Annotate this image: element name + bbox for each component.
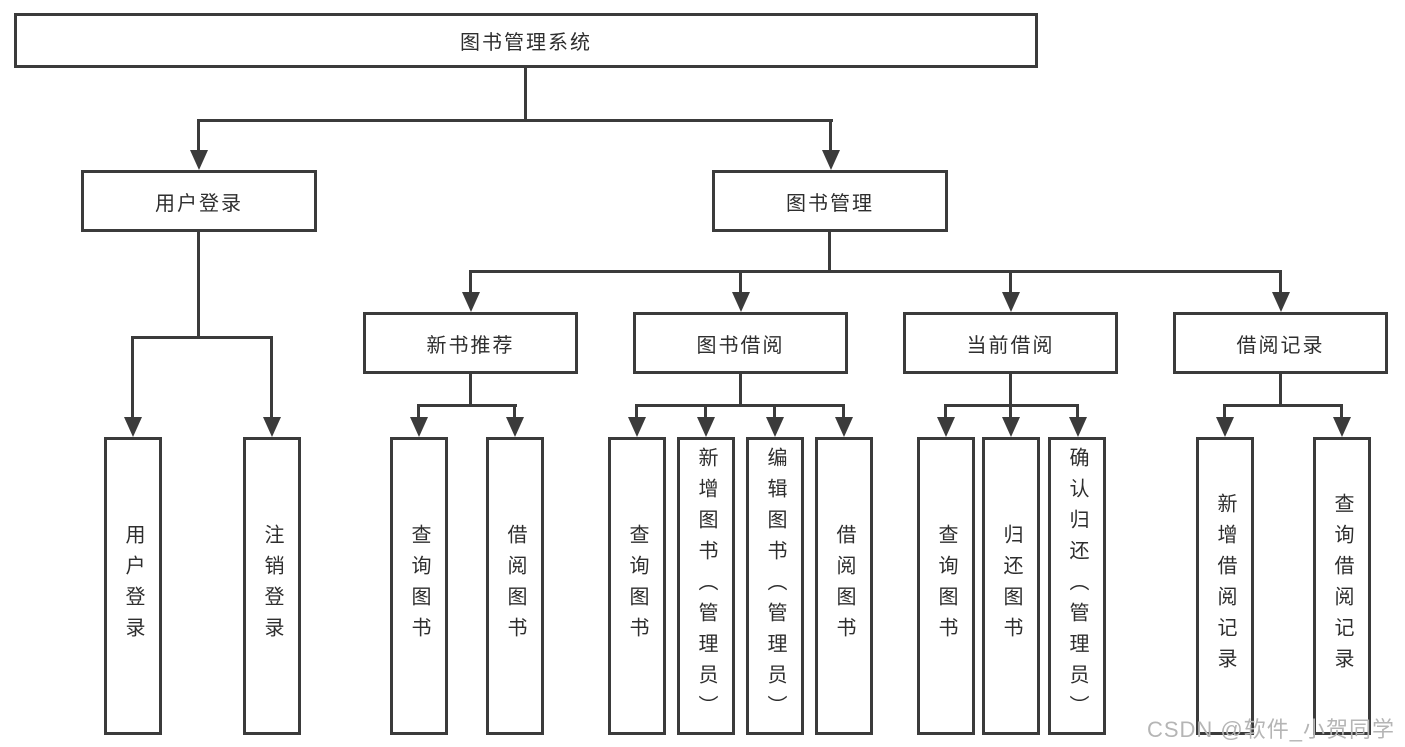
- arrow-down-icon: [462, 292, 480, 312]
- leaf-nbr-borrow-books-label: 借阅图书: [504, 524, 526, 648]
- node-new-book-recommend-label: 新书推荐: [426, 334, 515, 357]
- leaf-br-add-record-label: 新增借阅记录: [1214, 493, 1236, 679]
- leaf-cb-confirm-return-admin-label: 确认归还（管理员）: [1066, 446, 1088, 726]
- arrow-down-icon: [1216, 417, 1234, 437]
- node-borrow-records: 借阅记录: [1173, 312, 1388, 374]
- arrow-down-icon: [263, 417, 281, 437]
- leaf-bb-query-books: 查询图书: [608, 437, 666, 735]
- arrow-down-icon: [835, 417, 853, 437]
- leaf-cb-query-books-label: 查询图书: [935, 524, 957, 648]
- connector-line: [828, 231, 831, 273]
- arrow-down-icon: [1002, 292, 1020, 312]
- leaf-user-login-label: 用户登录: [122, 524, 144, 648]
- leaf-cb-return-books-label: 归还图书: [1000, 524, 1022, 648]
- leaf-nbr-query-books-label: 查询图书: [408, 524, 430, 648]
- connector-line: [197, 119, 833, 122]
- connector-line: [1223, 404, 1226, 419]
- node-root: 图书管理系统: [14, 13, 1038, 68]
- connector-line: [469, 270, 472, 296]
- node-current-borrow: 当前借阅: [903, 312, 1118, 374]
- node-new-book-recommend: 新书推荐: [363, 312, 578, 374]
- connector-line: [131, 336, 273, 339]
- leaf-bb-borrow-books-label: 借阅图书: [833, 524, 855, 648]
- connector-line: [1223, 404, 1343, 407]
- node-book-borrow: 图书借阅: [633, 312, 848, 374]
- arrow-down-icon: [1272, 292, 1290, 312]
- leaf-nbr-query-books: 查询图书: [390, 437, 448, 735]
- leaf-bb-add-books-admin-label: 新增图书（管理员）: [695, 446, 717, 726]
- connector-line: [1009, 270, 1012, 296]
- connector-line: [704, 404, 707, 419]
- arrow-down-icon: [124, 417, 142, 437]
- connector-line: [635, 404, 845, 407]
- connector-line: [1279, 270, 1282, 296]
- arrow-down-icon: [190, 150, 208, 170]
- node-book-borrow-label: 图书借阅: [696, 334, 785, 357]
- connector-line: [469, 270, 1282, 273]
- arrow-down-icon: [1333, 417, 1351, 437]
- connector-line: [270, 336, 273, 419]
- node-book-management: 图书管理: [712, 170, 948, 232]
- arrow-down-icon: [937, 417, 955, 437]
- leaf-bb-query-books-label: 查询图书: [626, 524, 648, 648]
- leaf-bb-edit-books-admin: 编辑图书（管理员）: [746, 437, 804, 735]
- arrow-down-icon: [1002, 417, 1020, 437]
- leaf-br-query-record: 查询借阅记录: [1313, 437, 1371, 735]
- connector-line: [417, 404, 420, 419]
- leaf-cb-return-books: 归还图书: [982, 437, 1040, 735]
- csdn-watermark: CSDN @软件_小贺同学: [1146, 717, 1395, 742]
- connector-line: [944, 404, 947, 419]
- arrow-down-icon: [1069, 417, 1087, 437]
- arrow-down-icon: [410, 417, 428, 437]
- leaf-user-login: 用户登录: [104, 437, 162, 735]
- node-user-login-label: 用户登录: [155, 192, 243, 215]
- leaf-bb-add-books-admin: 新增图书（管理员）: [677, 437, 735, 735]
- connector-line: [635, 404, 638, 419]
- connector-line: [1279, 373, 1282, 407]
- connector-line: [1076, 404, 1079, 419]
- leaf-br-query-record-label: 查询借阅记录: [1331, 493, 1353, 679]
- connector-line: [739, 373, 742, 407]
- connector-line: [1009, 373, 1012, 407]
- connector-line: [739, 270, 742, 296]
- arrow-down-icon: [697, 417, 715, 437]
- connector-line: [829, 119, 832, 153]
- connector-line: [513, 404, 516, 419]
- arrow-down-icon: [732, 292, 750, 312]
- connector-line: [197, 119, 200, 153]
- arrow-down-icon: [822, 150, 840, 170]
- node-root-label: 图书管理系统: [460, 32, 592, 54]
- node-book-management-label: 图书管理: [786, 192, 874, 215]
- connector-line: [131, 336, 134, 419]
- arrow-down-icon: [628, 417, 646, 437]
- connector-line: [197, 231, 200, 339]
- leaf-logout: 注销登录: [243, 437, 301, 735]
- leaf-bb-borrow-books: 借阅图书: [815, 437, 873, 735]
- arrow-down-icon: [506, 417, 524, 437]
- node-user-login: 用户登录: [81, 170, 317, 232]
- leaf-logout-label: 注销登录: [261, 524, 283, 648]
- node-current-borrow-label: 当前借阅: [966, 334, 1055, 357]
- connector-line: [524, 66, 527, 122]
- connector-line: [773, 404, 776, 419]
- arrow-down-icon: [766, 417, 784, 437]
- leaf-bb-edit-books-admin-label: 编辑图书（管理员）: [764, 446, 786, 726]
- connector-line: [842, 404, 845, 419]
- node-borrow-records-label: 借阅记录: [1236, 334, 1325, 357]
- leaf-cb-query-books: 查询图书: [917, 437, 975, 735]
- leaf-nbr-borrow-books: 借阅图书: [486, 437, 544, 735]
- leaf-br-add-record: 新增借阅记录: [1196, 437, 1254, 735]
- connector-line: [469, 373, 472, 407]
- connector-line: [1009, 404, 1012, 419]
- connector-line: [417, 404, 517, 407]
- connector-line: [1340, 404, 1343, 419]
- leaf-cb-confirm-return-admin: 确认归还（管理员）: [1048, 437, 1106, 735]
